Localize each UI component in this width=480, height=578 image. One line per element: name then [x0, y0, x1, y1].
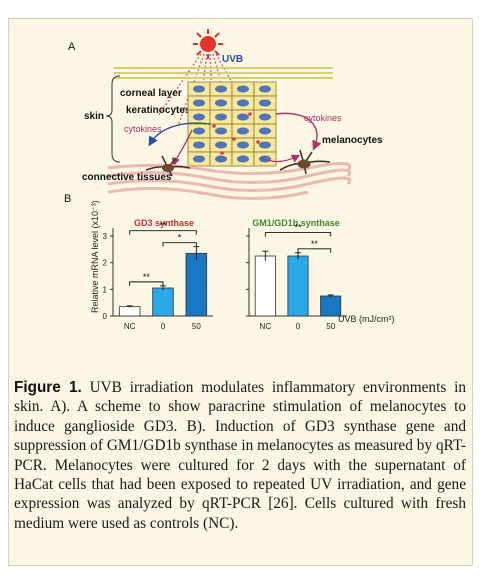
significance-bracket [297, 248, 332, 253]
uvb-unit-label: UVB (mJ/cm²) [338, 314, 395, 324]
significance-bracket [264, 232, 332, 237]
keratinocyte-grid [187, 81, 277, 167]
x-tick-label: 0 [296, 322, 301, 331]
bar-50 [320, 295, 342, 317]
significance-bracket [162, 242, 197, 247]
bar-0 [152, 287, 174, 317]
y-axis-label: Relative mRNA level (x10⁻³) [90, 200, 100, 313]
figure-caption: Figure 1. UVB irradiation modulates infl… [14, 378, 466, 533]
significance-bracket [129, 230, 197, 235]
x-tick-label: 0 [161, 322, 166, 331]
uvb-label: UVB [222, 54, 243, 65]
x-tick-label: 50 [326, 322, 335, 331]
skin-brace [105, 75, 121, 163]
caption-text: UVB irradiation modulates inflammatory e… [14, 379, 466, 532]
cytokine-arrow-lower [261, 154, 301, 163]
cytokine-arrow-right [275, 112, 322, 151]
connective-tissues-label: connective tissues [82, 172, 172, 183]
cytokines-right-label: cytokines [304, 113, 342, 123]
chart-title: GD3 synthase [134, 218, 194, 228]
sun-icon [193, 29, 223, 59]
significance-label: * [178, 233, 182, 243]
corneal-layer [114, 67, 333, 79]
chart-title: GM1/GD1b synthase [252, 218, 340, 228]
keratinocytes-label: keratinocytes [126, 105, 191, 116]
bar-NC [254, 255, 276, 317]
significance-label: ** [143, 272, 151, 282]
cytokine-arrow-down [171, 129, 193, 167]
caption-label: Figure 1. [14, 379, 82, 396]
significance-label: ** [311, 239, 319, 249]
cytokines-left-label: cytokines [124, 124, 162, 134]
melanocyte-right [279, 149, 331, 175]
x-tick-label: NC [260, 322, 272, 331]
melanocyte-left [145, 155, 191, 177]
y-tick-label: 2 [103, 259, 108, 268]
cytokine-arrow-left [148, 122, 211, 147]
x-tick-label: 50 [192, 322, 201, 331]
y-tick-label: 1 [103, 285, 108, 294]
melanocytes-label: melanocytes [322, 135, 383, 146]
panel-b-label: B [64, 193, 71, 205]
y-tick-label: 0 [103, 312, 108, 321]
figure-panels: A UVB [8, 18, 473, 380]
figure-svg: A UVB [64, 29, 395, 331]
x-tick-label: NC [124, 322, 136, 331]
panel-a-label: A [68, 41, 76, 53]
significance-label: ** [159, 221, 167, 231]
bar-0 [287, 255, 309, 317]
corneal-label: corneal layer [120, 88, 182, 99]
bar-50 [185, 252, 208, 317]
significance-label: ** [294, 223, 302, 233]
connective-tissue-waves [107, 162, 352, 201]
skin-label: skin [84, 111, 104, 122]
significance-bracket [129, 281, 164, 286]
bar-NC [118, 306, 141, 317]
y-tick-label: 3 [103, 232, 108, 241]
